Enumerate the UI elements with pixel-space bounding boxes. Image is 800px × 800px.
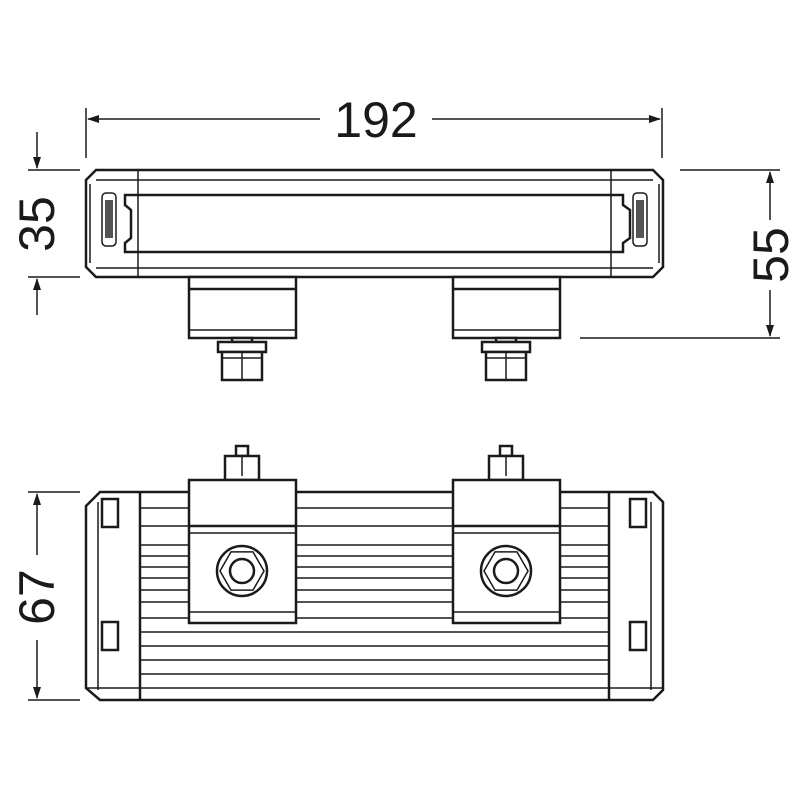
mounting-bracket-front-1 <box>187 275 298 382</box>
nut-washer <box>479 544 533 598</box>
dimension-total-height: 55 <box>580 169 799 339</box>
logo-left <box>101 192 117 247</box>
dimension-length-label: 192 <box>334 92 417 148</box>
bolt-end <box>492 557 520 585</box>
dimension-body-height: 35 <box>9 132 80 315</box>
nut <box>216 340 268 354</box>
dimension-length: 192 <box>85 92 663 158</box>
hex-nut <box>219 551 265 591</box>
nut-washer <box>215 544 269 598</box>
clip-top-right <box>628 497 648 529</box>
front-view <box>84 168 665 279</box>
logo-right <box>632 192 648 247</box>
clip-top-left <box>100 497 120 529</box>
nut <box>480 340 532 354</box>
mounting-bracket-bottom-2 <box>451 444 562 625</box>
clip-bottom-left <box>100 620 120 652</box>
bolt-thread <box>498 444 514 458</box>
dimension-depth: 67 <box>9 491 80 701</box>
lens-window <box>123 193 632 254</box>
bottom-view <box>84 490 665 702</box>
dimension-depth-label: 67 <box>9 569 65 625</box>
clip-bottom-right <box>628 620 648 652</box>
dimension-total-height-label: 55 <box>743 227 799 283</box>
bolt-thread <box>234 444 250 458</box>
hex-nut <box>483 551 529 591</box>
dimension-body-height-label: 35 <box>9 196 65 252</box>
mounting-bracket-front-2 <box>451 275 562 382</box>
mounting-bracket-bottom-1 <box>187 444 298 625</box>
bolt-end <box>228 557 256 585</box>
